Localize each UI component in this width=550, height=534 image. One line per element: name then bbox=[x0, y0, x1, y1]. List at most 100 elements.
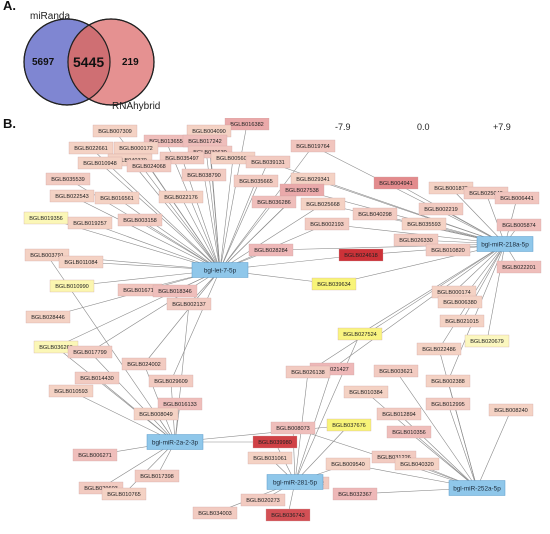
gene-node[interactable]: BGLB010948 bbox=[77, 156, 123, 170]
gene-node-label: BGLB005603 bbox=[216, 156, 250, 162]
gene-node[interactable]: BGLB010990 bbox=[49, 279, 95, 293]
gene-node[interactable]: BGLB002137 bbox=[166, 297, 212, 311]
gene-node-box bbox=[376, 407, 422, 421]
gene-node[interactable]: BGLB002193 bbox=[304, 217, 350, 231]
gene-node[interactable]: BGLB026138 bbox=[285, 365, 331, 379]
legend-mid-label: 0.0 bbox=[417, 122, 430, 132]
gene-node[interactable]: BGLB020273 bbox=[240, 493, 286, 507]
mirna-hub-node[interactable]: bgl-miR-218a-5p bbox=[476, 236, 534, 252]
gene-node[interactable]: BGLB024618 bbox=[338, 248, 384, 262]
interaction-edge bbox=[408, 431, 478, 489]
gene-node[interactable]: BGLB008240 bbox=[488, 403, 534, 417]
gene-node[interactable]: BGLB028284 bbox=[248, 243, 294, 257]
gene-node[interactable]: BGLB017799 bbox=[67, 345, 113, 359]
interaction-edge bbox=[143, 269, 221, 365]
gene-node[interactable]: BGLB024068 bbox=[126, 159, 172, 173]
gene-node-label: BGLB027524 bbox=[343, 332, 377, 338]
gene-node[interactable]: BGLB010384 bbox=[343, 385, 389, 399]
gene-node-label: BGLB035497 bbox=[165, 156, 199, 162]
gene-node-label: BGLB012894 bbox=[382, 412, 416, 418]
gene-node[interactable]: BGLB021015 bbox=[439, 314, 485, 328]
mirna-hub-node[interactable]: bgl-miR-2a-2-3p bbox=[146, 434, 204, 450]
gene-node[interactable]: BGLB040320 bbox=[394, 457, 440, 471]
gene-node-label: BGLB040298 bbox=[358, 212, 392, 218]
gene-node[interactable]: BGLB027524 bbox=[337, 327, 383, 341]
gene-node[interactable]: BGLB029341 bbox=[290, 172, 336, 186]
gene-node[interactable]: BGLB019356 bbox=[23, 211, 69, 225]
gene-node[interactable]: BGLB035593 bbox=[401, 217, 447, 231]
gene-node[interactable]: BGLB022486 bbox=[416, 342, 462, 356]
gene-node[interactable]: BGLB006441 bbox=[494, 191, 540, 205]
gene-node[interactable]: BGLB010356 bbox=[386, 425, 432, 439]
gene-node[interactable]: BGLB022201 bbox=[496, 260, 542, 274]
gene-node[interactable]: BGLB009540 bbox=[325, 457, 371, 471]
gene-node[interactable]: BGLB004941 bbox=[373, 176, 419, 190]
gene-node[interactable]: BGLB002219 bbox=[418, 202, 464, 216]
gene-node-label: BGLB004941 bbox=[379, 181, 413, 187]
gene-node[interactable]: BGLB008049 bbox=[133, 407, 179, 421]
gene-node[interactable]: BGLB035539 bbox=[45, 172, 91, 186]
gene-node[interactable]: BGLB038790 bbox=[181, 168, 227, 182]
gene-node[interactable]: BGLB017242 bbox=[182, 134, 228, 148]
mirna-hub-node[interactable]: bgl-let-7-5p bbox=[191, 262, 249, 278]
gene-node[interactable]: BGLB010765 bbox=[101, 487, 147, 501]
gene-node[interactable]: BGLB028446 bbox=[25, 310, 71, 324]
gene-node[interactable]: BGLB019257 bbox=[67, 216, 113, 230]
gene-node[interactable]: BGLB035665 bbox=[233, 174, 279, 188]
mirna-hub-box bbox=[146, 434, 204, 450]
mirna-hub-node[interactable]: bgl-miR-281-5p bbox=[266, 474, 324, 490]
gene-node[interactable]: BGLB012995 bbox=[425, 397, 471, 411]
gene-node[interactable]: BGLB016382 bbox=[224, 118, 270, 131]
gene-node-label: BGLB003621 bbox=[379, 369, 413, 375]
gene-node-label: BGLB022201 bbox=[502, 265, 536, 271]
interaction-edge bbox=[129, 159, 221, 271]
gene-node[interactable]: BGLB037676 bbox=[326, 418, 372, 432]
overlap-count: 5445 bbox=[73, 54, 104, 70]
gene-node[interactable]: BGLB012894 bbox=[376, 407, 422, 421]
gene-node[interactable]: BGLB010593 bbox=[48, 384, 94, 398]
gene-node[interactable]: BGLB019764 bbox=[290, 139, 336, 153]
gene-node-label: BGLB031061 bbox=[253, 456, 287, 462]
gene-node[interactable]: BGLB003158 bbox=[117, 213, 163, 227]
gene-node[interactable]: BGLB036286 bbox=[251, 195, 297, 209]
gene-node[interactable]: BGLB027538 bbox=[279, 183, 325, 197]
gene-node[interactable]: BGLB040298 bbox=[352, 207, 398, 221]
gene-node[interactable]: BGLB014430 bbox=[74, 371, 120, 385]
gene-node[interactable]: BGLB022661 bbox=[68, 141, 114, 155]
gene-node-label: BGLB021427 bbox=[315, 367, 349, 373]
gene-node[interactable]: BGLB010820 bbox=[425, 243, 471, 257]
gene-node[interactable]: BGLB024002 bbox=[121, 357, 167, 371]
gene-node-label: BGLB022176 bbox=[164, 195, 198, 201]
gene-node[interactable]: BGLB029609 bbox=[148, 374, 194, 388]
gene-node[interactable]: BGLB003791 bbox=[24, 248, 70, 262]
gene-node[interactable]: BGLB032367 bbox=[332, 487, 378, 501]
gene-node[interactable]: BGLB003621 bbox=[373, 364, 419, 378]
gene-node[interactable]: BGLB011084 bbox=[58, 255, 104, 269]
gene-node[interactable]: BGLB006271 bbox=[72, 448, 118, 462]
gene-node[interactable]: BGLB018346 bbox=[152, 284, 198, 298]
gene-node[interactable]: BGLB039980 bbox=[252, 435, 298, 449]
gene-node[interactable]: BGLB017398 bbox=[134, 469, 180, 483]
gene-node-box bbox=[290, 139, 336, 153]
gene-node[interactable]: BGLB039634 bbox=[311, 277, 357, 291]
gene-node[interactable]: BGLB005874 bbox=[496, 218, 542, 232]
gene-node[interactable]: BGLB006380 bbox=[437, 295, 483, 309]
gene-node[interactable]: BGLB002388 bbox=[425, 374, 471, 388]
gene-node[interactable]: BGLB022176 bbox=[158, 190, 204, 204]
gene-node[interactable]: BGLB031061 bbox=[247, 451, 293, 465]
gene-node[interactable]: BGLB036743 bbox=[265, 508, 311, 522]
gene-node[interactable]: BGLB000172 bbox=[113, 141, 159, 155]
gene-node-label: BGLB039634 bbox=[317, 282, 351, 288]
gene-node[interactable]: BGLB022543 bbox=[49, 189, 95, 203]
gene-node[interactable]: BGLB007309 bbox=[92, 124, 138, 138]
gene-node[interactable]: BGLB039131 bbox=[245, 155, 291, 169]
gene-node[interactable]: BGLB016561 bbox=[94, 191, 140, 205]
gene-node[interactable]: BGLB008073 bbox=[270, 421, 316, 435]
gene-node[interactable]: BGLB025668 bbox=[300, 197, 346, 211]
gene-node[interactable]: BGLB016133 bbox=[157, 397, 203, 411]
gene-node[interactable]: BGLB034003 bbox=[192, 506, 238, 520]
gene-node[interactable]: BGLB026330 bbox=[393, 233, 439, 247]
mirna-hub-node[interactable]: bgl-miR-252a-5p bbox=[448, 480, 506, 496]
gene-node[interactable]: BGLB020679 bbox=[464, 334, 510, 348]
gene-node[interactable]: BGLB036266 bbox=[33, 340, 79, 354]
